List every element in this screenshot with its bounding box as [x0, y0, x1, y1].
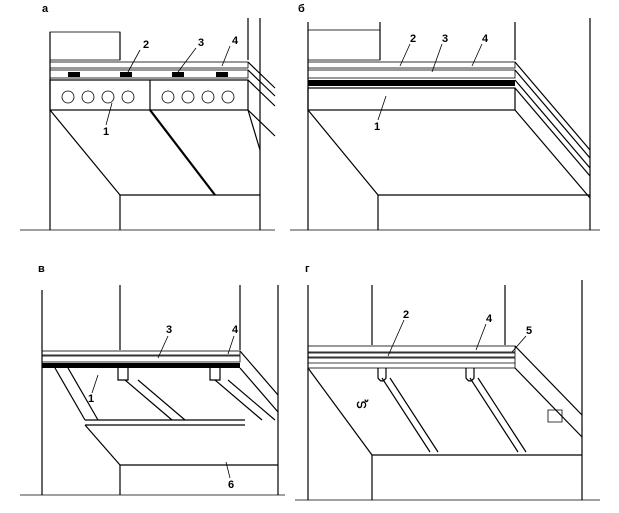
panel-c-callout-6: 6: [228, 479, 234, 491]
panel-d-ceiling: ഗ്: [307, 367, 582, 500]
panel-d-letter: г: [305, 263, 310, 275]
panel-c-ceiling: [54, 367, 278, 495]
panel-d-hanger-mark: ഗ്: [356, 399, 369, 411]
panel-a-callout-2: 2: [143, 39, 149, 51]
panel-b-ceiling: [307, 109, 590, 230]
panel-a-callout-1: 1: [103, 126, 109, 138]
panel-a-callout-3: 3: [198, 37, 204, 49]
panel-d-wall: [295, 280, 600, 501]
panel-b-letter: б: [298, 3, 305, 15]
panel-b: б 2 3 4 1: [290, 3, 600, 231]
panel-b-callout-2: 2: [410, 33, 416, 45]
panel-a-callout-4: 4: [232, 35, 239, 47]
panel-b-callout-3: 3: [442, 33, 448, 45]
panel-c: в: [20, 263, 285, 496]
panel-a-ceiling: [49, 109, 261, 230]
panel-d-floor-layers: [307, 345, 583, 438]
panel-b-wall: [290, 18, 600, 231]
panel-c-callout-4: 4: [232, 324, 239, 336]
panel-d: г ഗ് 2: [295, 263, 600, 501]
panel-b-callout-4: 4: [482, 33, 489, 45]
panel-d-callout-5: 5: [526, 325, 532, 337]
panel-b-floor-layers: [307, 61, 591, 199]
panel-c-wall: [20, 285, 285, 496]
panel-a-floor-layers: [49, 61, 276, 137]
panel-d-callout-2: 2: [403, 309, 409, 321]
panel-b-callout-1: 1: [374, 121, 380, 133]
panel-c-floor-layers: [41, 350, 279, 413]
panel-c-callout-1: 1: [88, 393, 94, 405]
panel-a: а: [20, 3, 276, 231]
panel-c-callout-3: 3: [166, 324, 172, 336]
panel-c-letter: в: [38, 263, 45, 275]
panel-d-callout-4: 4: [486, 313, 493, 325]
panel-a-letter: а: [42, 3, 49, 15]
